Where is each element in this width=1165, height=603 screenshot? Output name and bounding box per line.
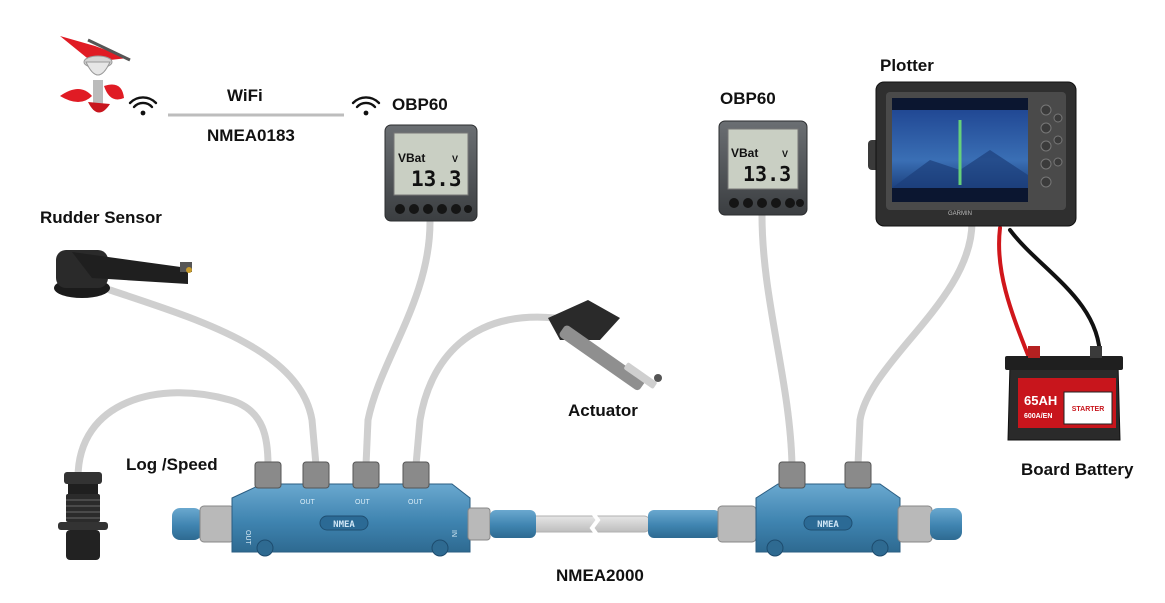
log-speed-transducer — [58, 472, 108, 560]
cable-plotter — [854, 218, 976, 469]
plotter-label: Plotter — [880, 56, 934, 75]
obp60-left-label: OBP60 — [392, 95, 448, 114]
nmea-logo-text: NMEA — [817, 520, 839, 530]
cable-obp60-left — [362, 218, 434, 469]
obp60-right-label: OBP60 — [720, 89, 776, 108]
vbat-label: VBat — [398, 151, 425, 165]
port-label-out: OUT — [300, 499, 316, 506]
port-label-out: OUT — [408, 499, 424, 506]
log-speed-label: Log /Speed — [126, 455, 218, 474]
battery-rating: 600A/EN — [1024, 413, 1052, 420]
trunk-end-left — [490, 510, 536, 538]
board-battery-label: Board Battery — [1021, 460, 1134, 479]
coupler-mid-right — [717, 505, 757, 543]
nmea-badge-right — [803, 515, 853, 531]
wire-positive — [997, 226, 1032, 362]
wire-negative — [1008, 228, 1102, 360]
wifi-label: WiFi — [227, 86, 263, 105]
battery-capacity: 65AH — [1024, 393, 1057, 408]
backbone-trunk-cable — [529, 515, 651, 533]
plotter-brand: GARMIN — [948, 211, 972, 217]
terminator-right — [930, 508, 962, 540]
nmea2000-label: NMEA2000 — [556, 566, 644, 585]
coupler-left — [199, 505, 235, 543]
drop-cables — [74, 211, 976, 482]
cable-break-mark — [589, 510, 601, 538]
mount-hole — [256, 539, 274, 557]
board-battery-device: 65AH 600A/EN STARTER — [1005, 346, 1123, 441]
power-wires — [997, 226, 1102, 362]
wifi-icon — [128, 96, 158, 116]
coupler-right — [897, 505, 933, 543]
drop-connectors-right — [778, 461, 872, 489]
voltage-value: 13.3 — [411, 167, 462, 191]
nmea-logo-text: NMEA — [333, 520, 355, 530]
drop-connectors-left — [254, 461, 430, 489]
vbat-label: VBat — [731, 146, 758, 160]
linear-actuator-device — [548, 300, 662, 391]
cable-actuator — [412, 313, 559, 469]
nmea0183-label: NMEA0183 — [207, 126, 295, 145]
obp60-display-left: VBat 13.3 V — [384, 124, 478, 222]
wifi-icon — [351, 96, 381, 116]
port-label-in: IN — [450, 530, 457, 537]
cable-rudder-sensor — [106, 286, 320, 469]
rudder-sensor-device — [54, 250, 192, 298]
terminator-left — [172, 508, 202, 540]
obp60-display-right: VBat 13.3 V — [718, 120, 808, 216]
port-label-out: OUT — [355, 499, 371, 506]
port-label-out: OUT — [244, 530, 251, 546]
nmea-badge-left — [319, 515, 369, 531]
voltage-value: 13.3 — [743, 162, 791, 186]
mount-hole — [766, 539, 784, 557]
voltage-unit: V — [452, 154, 458, 164]
mount-hole — [431, 539, 449, 557]
actuator-label: Actuator — [568, 401, 638, 420]
trunk-end-right — [648, 510, 720, 538]
chart-plotter: GARMIN — [868, 81, 1077, 227]
mount-hole — [871, 539, 889, 557]
wind-vane-icon — [60, 36, 131, 113]
rudder-sensor-label: Rudder Sensor — [40, 208, 162, 227]
voltage-unit: V — [782, 149, 788, 159]
cable-log-speed — [74, 389, 272, 482]
nmea2000-backbone: NMEA OUT OUT OUT OUT IN NMEA — [172, 461, 962, 557]
cable-obp60-right — [758, 211, 796, 469]
battery-type: STARTER — [1072, 406, 1105, 413]
coupler-mid-left — [467, 507, 491, 541]
